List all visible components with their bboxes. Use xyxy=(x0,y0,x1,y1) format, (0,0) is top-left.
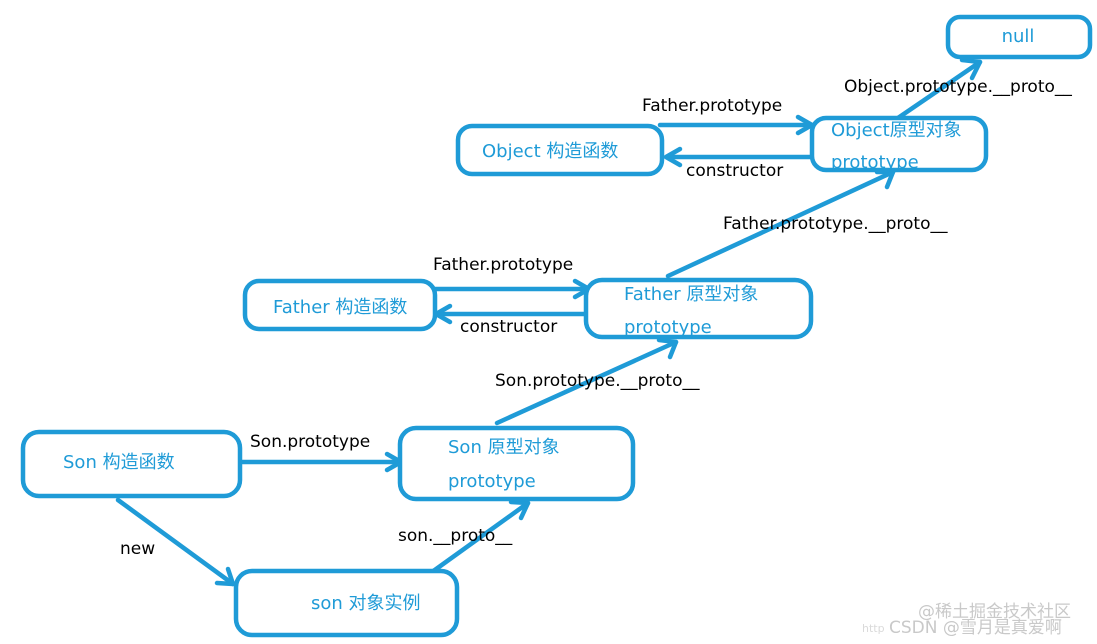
edge-father-ctor-to-proto xyxy=(432,278,592,300)
node-object-constructor-label: Object 构造函数 xyxy=(482,141,618,162)
label-object-ctor-to-proto: Father.prototype xyxy=(642,96,782,116)
node-object-constructor: Object 构造函数 xyxy=(455,123,665,177)
watermark-csdn: CSDN @雪月是真爱啊 xyxy=(889,618,1062,638)
node-null: null xyxy=(945,14,1093,60)
node-null-label: null xyxy=(1002,26,1035,47)
edge-son-ctor-to-proto xyxy=(237,451,404,473)
label-object-proto-to-ctor: constructor xyxy=(686,161,783,181)
node-son-constructor-label: Son 构造函数 xyxy=(63,452,175,473)
edge-object-proto-to-ctor xyxy=(663,146,813,168)
edge-son-instance-to-proto xyxy=(429,499,531,575)
node-object-prototype-subtitle: prototype xyxy=(831,152,919,173)
watermark-url-fragment: http xyxy=(862,622,885,635)
node-son-instance-label: son 对象实例 xyxy=(311,593,421,614)
node-son-prototype-title: Son 原型对象 xyxy=(448,437,560,458)
edge-object-ctor-to-proto xyxy=(657,114,815,136)
label-father-proto-to-object-proto: Father.prototype.__proto__ xyxy=(723,214,948,234)
node-father-prototype-title: Father 原型对象 xyxy=(624,284,758,305)
node-father-constructor-label: Father 构造函数 xyxy=(273,297,407,318)
label-father-proto-to-ctor: constructor xyxy=(460,317,557,337)
label-object-proto-to-null: Object.prototype.__proto__ xyxy=(844,77,1072,97)
label-son-ctor-to-instance: new xyxy=(120,539,155,559)
edge-object-proto-to-null xyxy=(892,57,983,123)
node-object-prototype-title: Object原型对象 xyxy=(831,120,962,141)
label-son-ctor-to-proto: Son.prototype xyxy=(250,432,370,452)
label-father-ctor-to-proto: Father.prototype xyxy=(433,255,573,275)
node-father-prototype: Father 原型对象 prototype xyxy=(583,277,814,340)
edge-son-ctor-to-instance xyxy=(115,497,236,587)
node-father-prototype-subtitle: prototype xyxy=(624,317,712,338)
node-object-prototype: Object原型对象 prototype xyxy=(809,115,989,173)
node-son-instance: son 对象实例 xyxy=(233,568,460,638)
watermark-juejin: @稀土掘金技术社区 xyxy=(918,602,1071,622)
label-son-proto-to-father-proto: Son.prototype.__proto__ xyxy=(495,371,700,391)
node-father-constructor: Father 构造函数 xyxy=(242,278,438,332)
node-son-prototype: Son 原型对象 prototype xyxy=(397,425,636,502)
node-son-prototype-subtitle: prototype xyxy=(448,471,536,492)
label-son-instance-to-proto: son.__proto__ xyxy=(398,526,513,546)
edge-son-proto-to-father-proto xyxy=(494,337,679,426)
node-son-constructor: Son 构造函数 xyxy=(20,429,243,499)
